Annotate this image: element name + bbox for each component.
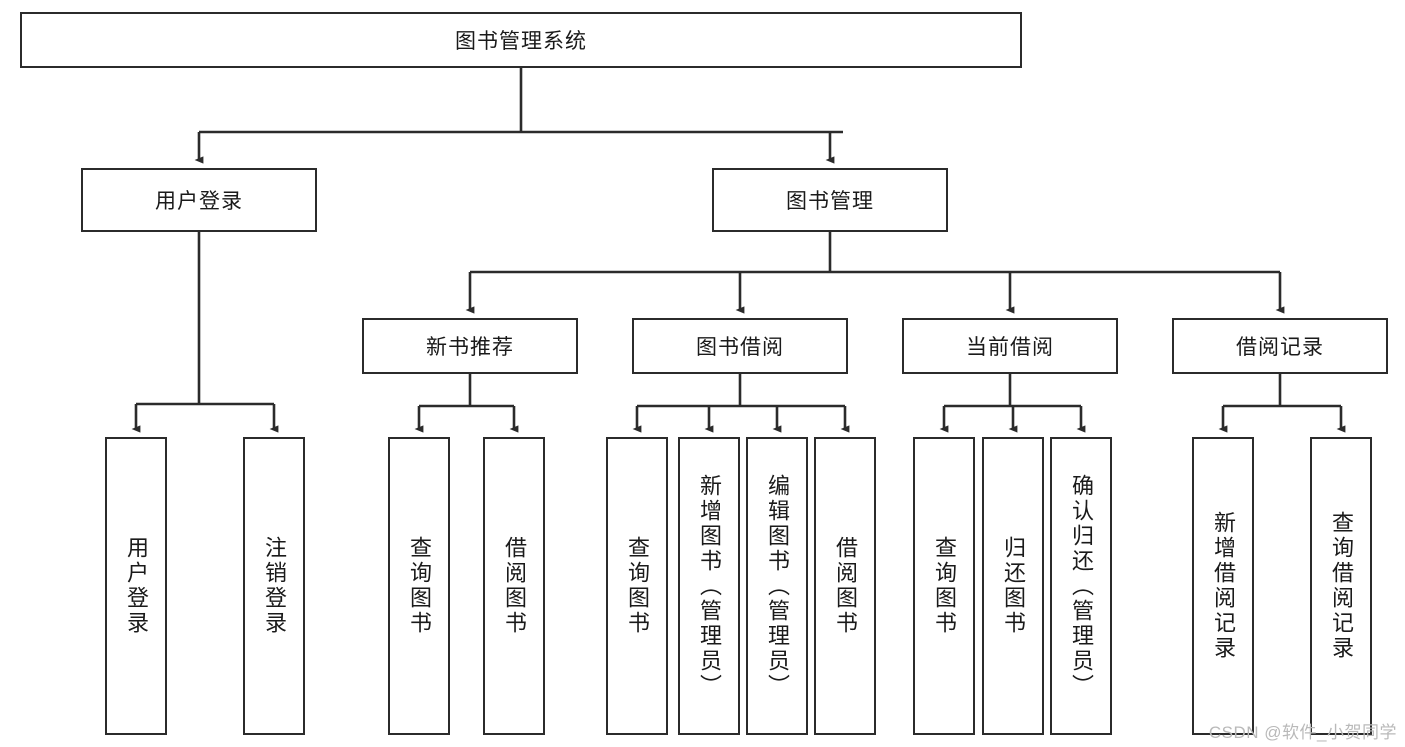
node-book-borrow[interactable]: 图书借阅 [632, 318, 848, 374]
leaf-query-book-current[interactable]: 查询图书 [913, 437, 975, 735]
leaf-query-book-borrow-label: 查询图书 [625, 536, 650, 636]
node-current-borrow[interactable]: 当前借阅 [902, 318, 1118, 374]
leaf-logout-login[interactable]: 注销登录 [243, 437, 305, 735]
leaf-query-book-newbook[interactable]: 查询图书 [388, 437, 450, 735]
leaf-user-login-label: 用户登录 [124, 536, 149, 636]
node-borrow-record[interactable]: 借阅记录 [1172, 318, 1388, 374]
node-new-book-recommend-label: 新书推荐 [426, 336, 514, 359]
leaf-add-book-admin-label: 新增图书（管理员） [697, 473, 722, 699]
leaf-user-login[interactable]: 用户登录 [105, 437, 167, 735]
node-book-management-label: 图书管理 [786, 190, 874, 213]
node-book-borrow-label: 图书借阅 [696, 336, 784, 359]
leaf-edit-book-admin-label: 编辑图书（管理员） [765, 473, 790, 699]
watermark-text: CSDN @软件_小贺同学 [1208, 723, 1397, 742]
leaf-borrow-book-newbook-label: 借阅图书 [502, 536, 527, 636]
leaf-borrow-book-label: 借阅图书 [833, 536, 858, 636]
node-new-book-recommend[interactable]: 新书推荐 [362, 318, 578, 374]
node-user-login-label: 用户登录 [155, 190, 243, 213]
node-current-borrow-label: 当前借阅 [966, 336, 1054, 359]
leaf-return-book[interactable]: 归还图书 [982, 437, 1044, 735]
leaf-borrow-book[interactable]: 借阅图书 [814, 437, 876, 735]
leaf-edit-book-admin[interactable]: 编辑图书（管理员） [746, 437, 808, 735]
node-root[interactable]: 图书管理系统 [20, 12, 1022, 68]
node-root-label: 图书管理系统 [455, 30, 587, 53]
leaf-query-book-newbook-label: 查询图书 [407, 536, 432, 636]
leaf-add-borrow-record-label: 新增借阅记录 [1211, 511, 1236, 661]
leaf-query-book-borrow[interactable]: 查询图书 [606, 437, 668, 735]
node-borrow-record-label: 借阅记录 [1236, 336, 1324, 359]
leaf-query-borrow-record[interactable]: 查询借阅记录 [1310, 437, 1372, 735]
leaf-query-borrow-record-label: 查询借阅记录 [1329, 511, 1354, 661]
leaf-add-borrow-record[interactable]: 新增借阅记录 [1192, 437, 1254, 735]
leaf-confirm-return-admin-label: 确认归还（管理员） [1069, 473, 1094, 699]
leaf-logout-login-label: 注销登录 [262, 536, 287, 636]
node-book-management[interactable]: 图书管理 [712, 168, 948, 232]
leaf-borrow-book-newbook[interactable]: 借阅图书 [483, 437, 545, 735]
leaf-query-book-current-label: 查询图书 [932, 536, 957, 636]
leaf-add-book-admin[interactable]: 新增图书（管理员） [678, 437, 740, 735]
leaf-return-book-label: 归还图书 [1001, 536, 1026, 636]
node-user-login[interactable]: 用户登录 [81, 168, 317, 232]
leaf-confirm-return-admin[interactable]: 确认归还（管理员） [1050, 437, 1112, 735]
